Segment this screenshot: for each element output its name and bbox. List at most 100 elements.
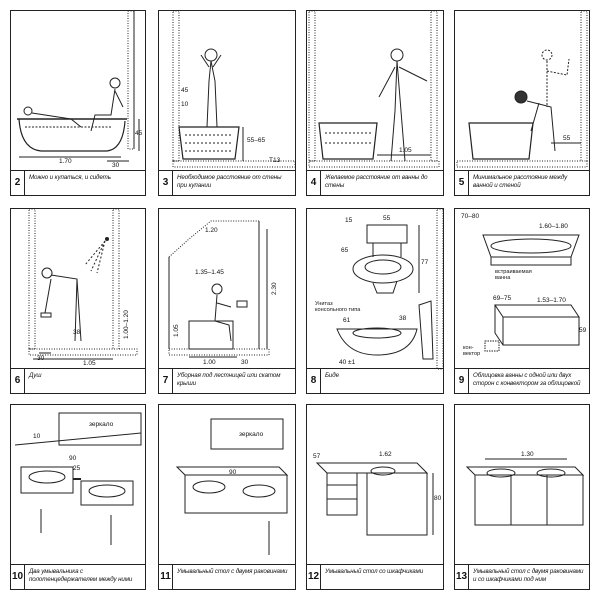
shower-illustration [28, 209, 138, 360]
dim-label: 1.53–1.70 [537, 297, 566, 304]
dim-label: 1.00 [203, 359, 216, 366]
caption-text: Душ [29, 372, 42, 379]
caption-text: Умывальный стол с двумя раковинами [177, 568, 288, 575]
panel-number: 12 [307, 565, 321, 589]
bath-wall-distance-illustration [308, 11, 440, 168]
panel-12: 57 1.62 80 12 Умывальный стол со шкафчик… [306, 404, 444, 590]
dim-label: 25 [73, 465, 81, 472]
panel-caption: 5 Минимальное расстояние между ванной и … [455, 170, 589, 195]
dim-label: 10 [33, 433, 41, 440]
panel-number: 13 [455, 565, 469, 589]
dim-label: 30 [37, 355, 45, 362]
dim-label: 1.30 [521, 451, 534, 458]
panel-number: 2 [11, 171, 25, 195]
panel-caption: 9 Облицовка ванны с одной или двух сторо… [455, 368, 589, 393]
panel-caption: 3 Необходимое расстояние от стены при ку… [159, 170, 295, 195]
panel-caption: 7 Уборная под лестницей или скатом крыши [159, 368, 295, 393]
caption-text: Уборная под лестницей или скатом крыши [177, 372, 281, 387]
caption-text: Можно и купаться, и сидеть [29, 174, 111, 181]
toilet-under-stairs-illustration [168, 220, 270, 358]
panel-number: 6 [11, 369, 25, 393]
dim-label: 59 [579, 327, 587, 334]
dim-label: 10 [181, 101, 189, 108]
panel-number: 7 [159, 369, 173, 393]
dim-label: 15 [345, 217, 353, 224]
dim-label: 90 [229, 469, 237, 476]
panel-3: 45 10 55–65 T13 3 Необходимое расстояние… [158, 10, 296, 196]
panel-caption: 13 Умывальный стол с двумя раковинами и … [455, 564, 589, 589]
panel-number: 11 [159, 565, 173, 589]
bath-sitting-illustration [17, 11, 140, 162]
two-washbasins-illustration [14, 412, 142, 545]
panel-number: 4 [307, 171, 321, 195]
dim-label: 45 [181, 87, 189, 94]
dim-label: кон- вектор [463, 345, 481, 357]
panel-number: 3 [159, 171, 173, 195]
dim-label: встраиваемая ванна [495, 269, 532, 281]
panel-8: 15 55 65 77 Унитаз консольного типа 61 3… [306, 208, 444, 394]
dim-label: 30 [112, 162, 120, 169]
panel-4: 1.05 4 Желаемое расстояние от ванны до с… [306, 10, 444, 196]
panel-caption: 8 Биде [307, 368, 443, 393]
vanity-with-cabinets-illustration [315, 462, 434, 536]
dim-label: T13 [269, 157, 281, 164]
dim-label: 61 [343, 317, 351, 324]
dim-label: 90 [69, 455, 77, 462]
panel-caption: 11 Умывальный стол с двумя раковинами [159, 564, 295, 589]
dim-label: 1.20 [205, 227, 218, 234]
panel-number: 8 [307, 369, 321, 393]
caption-text: Желаемое расстояние от ванны до стены [325, 174, 428, 189]
caption-text: Умывальный стол с двумя раковинами и со … [473, 568, 584, 583]
dim-label: 69–75 [493, 295, 512, 302]
bidet-illustration [336, 209, 444, 370]
dim-label: 2.30 [271, 282, 278, 295]
caption-text: Умывальный стол со шкафчиками [325, 568, 424, 575]
caption-text: Облицовка ванны с одной или двух сторон … [473, 372, 581, 387]
panel-9: 70–80 1.60–1.80 встраиваемая ванна 69–75… [454, 208, 590, 394]
panel-5: 55 5 Минимальное расстояние между ванной… [454, 10, 590, 196]
panel-2: 1.70 30 45 2 Можно и купаться, и сидеть [10, 10, 146, 196]
dim-label: 1.00–1.20 [123, 310, 130, 339]
dim-label: зеркало [239, 431, 264, 438]
panel-10: зеркало 10 90 25 10 Два умывальника с по… [10, 404, 146, 590]
dim-label: 70–80 [461, 213, 480, 220]
dim-label: 30 [241, 359, 249, 366]
panel-number: 10 [11, 565, 25, 589]
caption-text: Необходимое расстояние от стены при купа… [177, 174, 282, 189]
caption-text: Минимальное расстояние между ванной и ст… [473, 174, 568, 189]
panel-caption: 2 Можно и купаться, и сидеть [11, 170, 145, 195]
dim-label: 40 ±1 [339, 359, 356, 366]
panel-number: 5 [455, 171, 469, 195]
dim-label: 55 [563, 135, 571, 142]
dim-label: 38 [399, 315, 407, 322]
dim-label: 1.05 [83, 360, 96, 367]
dim-label: 80 [434, 495, 442, 502]
dim-label: 1.60–1.80 [539, 223, 568, 230]
bath-min-distance-illustration [456, 11, 588, 168]
panel-caption: 12 Умывальный стол со шкафчиками [307, 564, 443, 589]
panel-caption: 4 Желаемое расстояние от ванны до стены [307, 170, 443, 195]
dim-label: 45 [135, 130, 143, 137]
caption-text: Биде [325, 372, 339, 379]
panel-caption: 6 Душ [11, 368, 145, 393]
panel-13: 1.30 13 Умывальный стол с двумя раковина… [454, 404, 590, 590]
panel-7: 1.20 1.35–1.45 2.30 1.05 1.00 30 7 Уборн… [158, 208, 296, 394]
panel-11: зеркало 90 11 Умывальный стол с двумя ра… [158, 404, 296, 590]
double-vanity-cabinets-illustration [465, 458, 585, 526]
caption-text: Два умывальника с полотенцедержателем ме… [29, 568, 133, 583]
dim-label: 1.05 [399, 147, 412, 154]
dim-label: 1.70 [59, 158, 72, 165]
dim-label: 1.62 [379, 451, 392, 458]
panel-6: 38 1.00–1.20 30 1.05 6 Душ [10, 208, 146, 394]
panel-caption: 10 Два умывальника с полотенцедержателем… [11, 564, 145, 589]
dim-label: 55–65 [247, 137, 266, 144]
shower-in-bath-illustration [172, 11, 296, 168]
bath-cladding-illustration [482, 234, 580, 352]
panel-number: 9 [455, 369, 469, 393]
dim-label: 55 [383, 215, 391, 222]
dim-label: 1.05 [173, 324, 180, 337]
double-sink-vanity-illustration [175, 418, 289, 555]
dim-label: 65 [341, 247, 349, 254]
dim-label: зеркало [89, 421, 114, 428]
dim-label: 57 [313, 453, 321, 460]
